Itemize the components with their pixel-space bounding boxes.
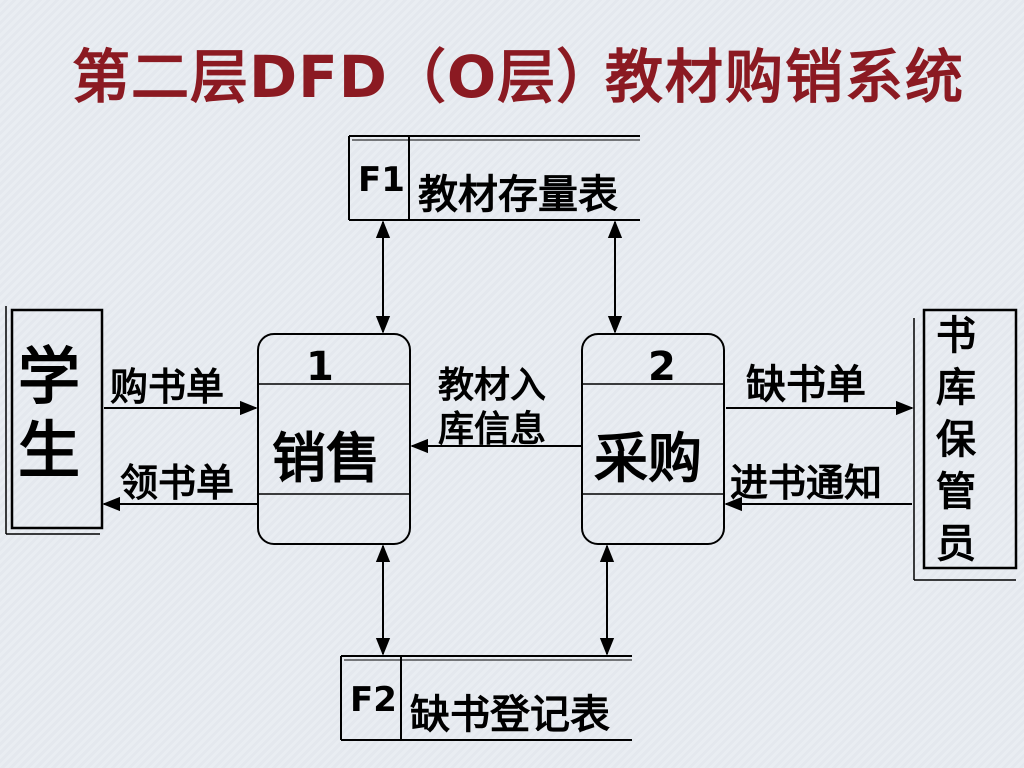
process-2-name: 采购 — [594, 427, 702, 490]
flow-arrival-label: 进书通知 — [730, 461, 883, 505]
process-1-name: 销售 — [272, 427, 380, 490]
process-1-number: 1 — [306, 344, 334, 390]
title-main: 第二层DFD（O层） — [72, 43, 616, 111]
process-2 — [581, 333, 725, 545]
process-1 — [257, 333, 411, 545]
flow-stock-label-2: 库信息 — [438, 409, 547, 450]
store-f2-name: 缺书登记表 — [410, 692, 610, 738]
store-f1-name: 教材存量表 — [418, 172, 618, 218]
process-2-number: 2 — [648, 344, 676, 390]
title-system: 教材购销系统 — [605, 43, 966, 111]
slide-title: 第二层DFD（O层） 教材购销系统 — [0, 30, 1024, 111]
flow-order-label: 购书单 — [110, 365, 225, 409]
store-f2-id: F2 — [350, 680, 397, 720]
entity-librarian-name: 书库保管员 — [936, 313, 976, 567]
flow-receipt-label: 领书单 — [120, 461, 235, 505]
flow-shortage-label: 缺书单 — [746, 362, 866, 408]
data-store-f2 — [340, 655, 632, 741]
entity-student-name: 学生 — [18, 340, 81, 487]
entity-librarian — [913, 308, 1018, 581]
flow-stock-label-1: 教材入 — [438, 365, 547, 406]
data-store-f1 — [348, 135, 640, 221]
entity-student — [5, 306, 104, 535]
store-f1-id: F1 — [358, 160, 405, 200]
